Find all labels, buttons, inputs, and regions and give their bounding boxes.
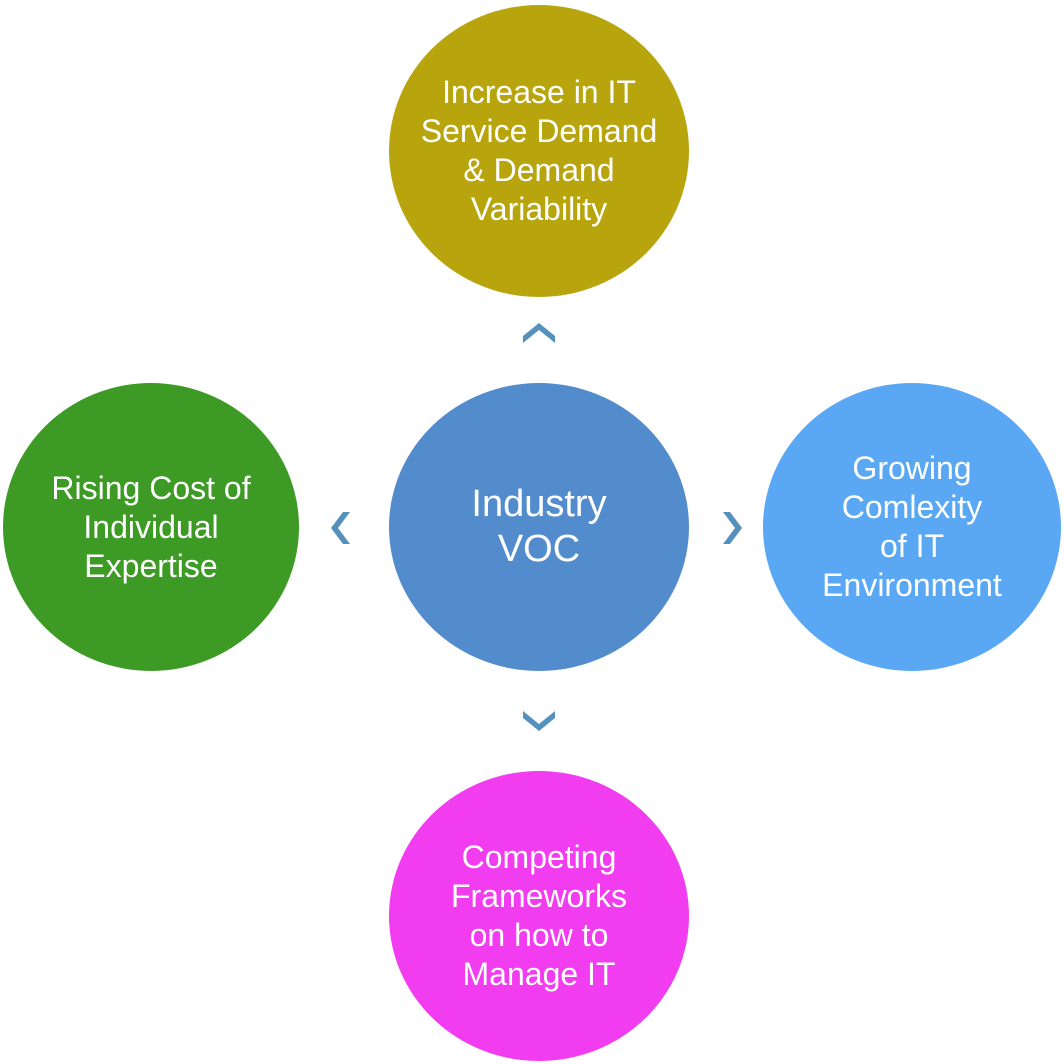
node-label-line: Increase in IT [442, 74, 636, 110]
node-label-line: Expertise [84, 547, 218, 584]
node-label-line: Environment [822, 567, 1002, 603]
node-label-line: Manage IT [462, 956, 616, 992]
node-rising-cost: Rising Cost of Individual Expertise [3, 383, 299, 671]
node-growing-complexity: Growing Comlexity of IT Environment [763, 383, 1061, 671]
node-competing-frameworks: Competing Frameworks on how to Manage IT [389, 771, 689, 1061]
chevron-down-icon [519, 701, 559, 741]
node-label-line: of IT [879, 528, 944, 564]
node-label-line: Comlexity [841, 489, 983, 525]
node-label-line: & Demand [463, 152, 615, 188]
node-label-line: Individual [83, 508, 219, 545]
node-label-line: Variability [470, 191, 608, 227]
node-label-line: Competing [461, 839, 617, 875]
node-label-line: Frameworks [450, 878, 627, 914]
node-label-line: Growing [852, 450, 972, 486]
chevron-right-icon [711, 508, 751, 548]
node-label-line: Rising Cost of [51, 469, 251, 506]
chevron-up-icon [519, 313, 559, 353]
node-industry-voc: Industry VOC [389, 383, 689, 671]
node-label-line: on how to [469, 917, 609, 953]
node-label-line: VOC [497, 528, 581, 570]
node-label-line: Service Demand [420, 113, 658, 149]
node-label-line: Industry [471, 483, 607, 525]
chevron-left-icon [322, 508, 362, 548]
node-it-service-demand: Increase in IT Service Demand & Demand V… [389, 5, 689, 297]
